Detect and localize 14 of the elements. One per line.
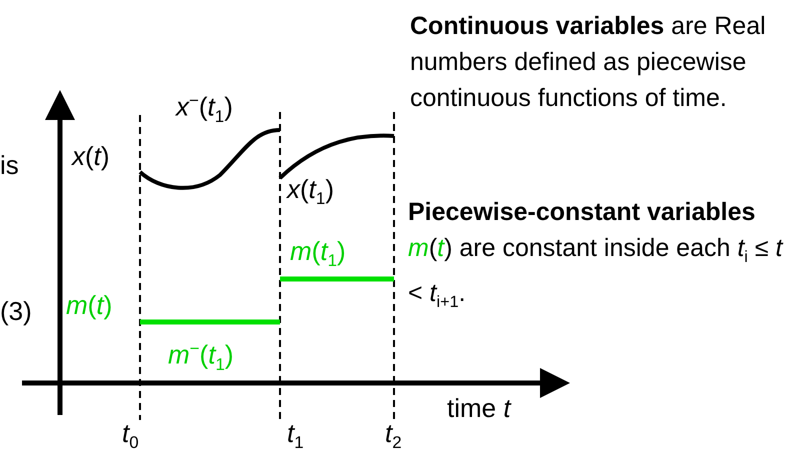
description-text: Piecewise-constant variables m(t) are constant inside each t$_{i}$ ≤ t < t$_{i+1}$.	[408, 197, 784, 313]
tick-label: t$_{2}$	[385, 418, 402, 452]
math-label: x(t)	[72, 141, 110, 171]
tick-label: t$_{1}$	[287, 418, 304, 452]
description-text: Continuous variables are Real numbers defined as piecewise continuous functions of time.	[410, 11, 767, 114]
math-label: m$^{−}$(t$_{1}$)	[168, 338, 234, 376]
cropped-text: (3)	[0, 296, 32, 326]
math-label: m(t$_{1}$)	[290, 236, 346, 272]
math-label: x(t$_{1}$)	[287, 174, 334, 210]
math-label: x$^{−}$(t$_{1}$)	[176, 90, 233, 128]
math-label: m(t)	[66, 290, 112, 320]
tick-label: t$_{0}$	[122, 418, 139, 452]
axis-label: time t	[447, 393, 511, 423]
cropped-text: is	[0, 150, 19, 180]
